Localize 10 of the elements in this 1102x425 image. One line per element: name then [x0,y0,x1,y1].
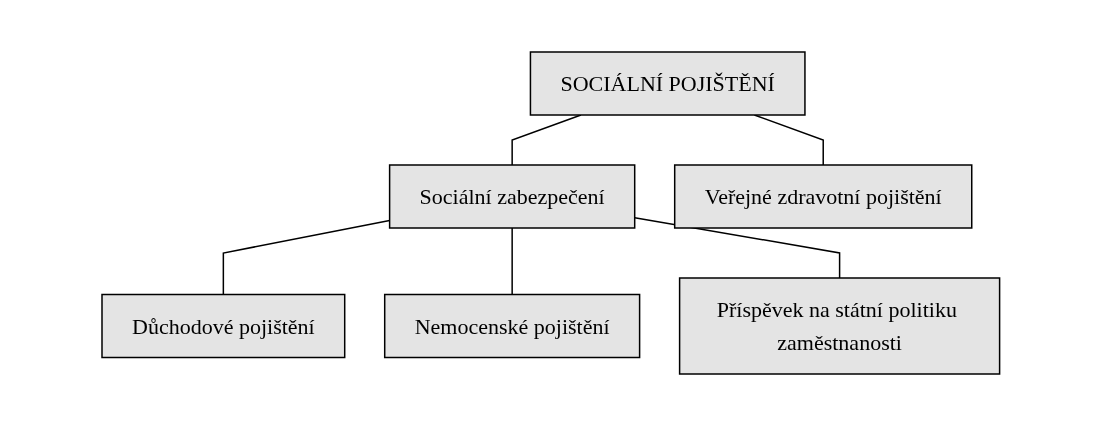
node-box: Sociální zabezpečení [389,163,636,229]
connector [511,113,582,166]
connector [634,216,841,279]
connector [511,226,514,295]
connector [753,113,825,166]
node-box: Nemocenské pojištění [384,293,641,358]
node-box: Veřejné zdravotní pojištění [674,163,973,229]
node-box: Příspěvek na státní politiku zaměstnanosti [679,276,1001,375]
node-box: Důchodové pojištění [101,293,346,358]
node-box: SOCIÁLNÍ POJIŠTĚNÍ [529,50,806,116]
